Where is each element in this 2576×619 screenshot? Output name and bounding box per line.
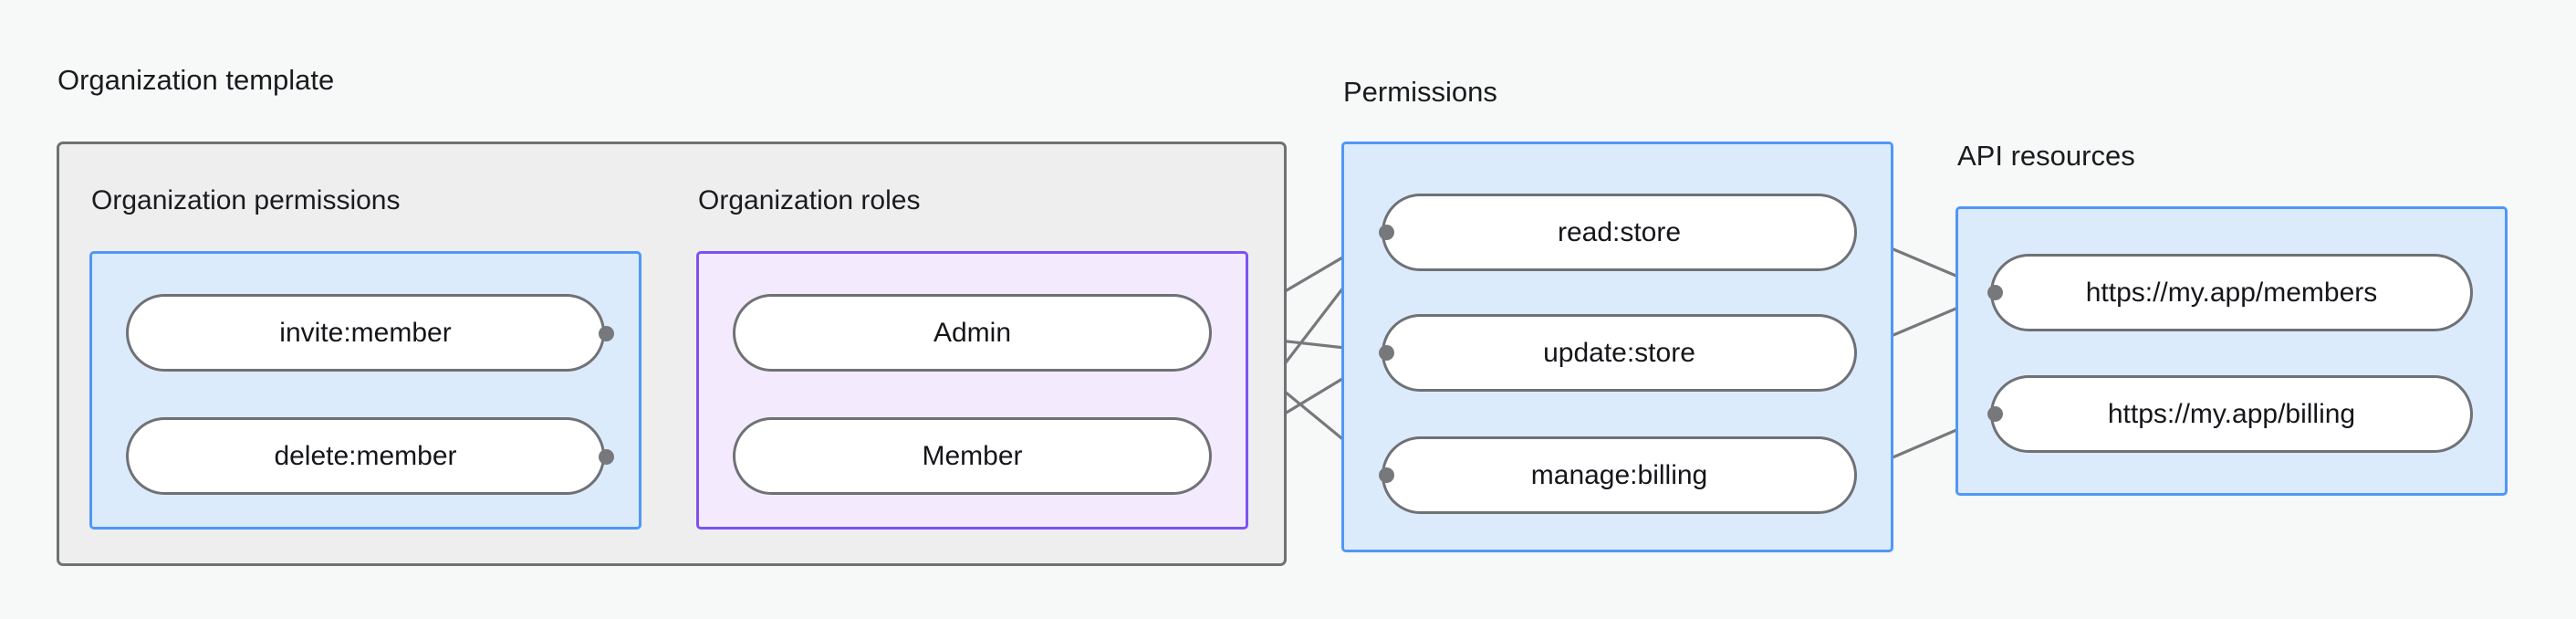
connector-dot-billing-url [1987,405,2003,422]
node-members-url-label: https://my.app/members [2085,277,2378,308]
node-invite-member-label: invite:member [279,317,452,348]
organization-permissions-label: Organization permissions [91,185,401,215]
node-billing-url-label: https://my.app/billing [2107,398,2356,429]
node-billing-url[interactable]: https://my.app/billing [1990,375,2473,453]
node-member-label: Member [922,440,1023,471]
node-delete-member-label: delete:member [274,440,457,471]
node-members-url[interactable]: https://my.app/members [1990,254,2473,331]
node-manage-billing[interactable]: manage:billing [1382,436,1857,514]
organization-template-label: Organization template [57,64,335,96]
node-delete-member[interactable]: delete:member [126,417,605,495]
connector-dot-invite-member [598,325,614,341]
permissions-label: Permissions [1343,76,1497,108]
node-update-store-label: update:store [1543,337,1695,368]
node-admin[interactable]: Admin [733,294,1212,372]
node-read-store[interactable]: read:store [1382,194,1857,271]
connector-dot-members-url [1987,284,2003,300]
node-update-store[interactable]: update:store [1382,314,1857,392]
node-invite-member[interactable]: invite:member [126,294,605,372]
node-admin-label: Admin [933,317,1012,348]
organization-roles-label: Organization roles [698,185,921,215]
node-read-store-label: read:store [1557,216,1682,247]
connector-dot-delete-member [598,448,614,465]
node-member[interactable]: Member [733,417,1212,495]
node-manage-billing-label: manage:billing [1530,459,1708,490]
connector-dot-update-store [1378,344,1394,361]
connector-dot-manage-billing [1378,467,1394,483]
connector-dot-read-store [1378,224,1394,240]
api-resources-label: API resources [1957,140,2135,172]
